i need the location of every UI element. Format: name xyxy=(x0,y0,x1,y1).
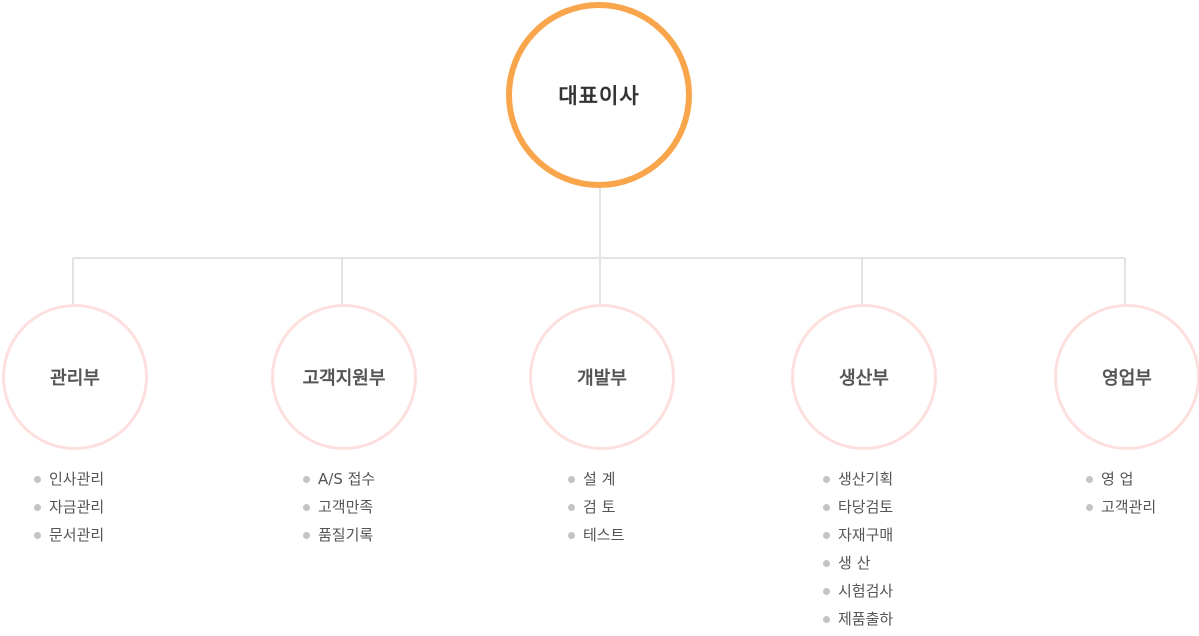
bullet-icon xyxy=(303,476,310,483)
bullet-icon xyxy=(34,476,41,483)
bullet-icon xyxy=(568,504,575,511)
bullet-icon xyxy=(568,532,575,539)
dept-label: 생산부 xyxy=(839,368,889,389)
dept-sub-list-development: 설 계 검 토 테스트 xyxy=(568,468,624,552)
list-item: 시험검사 xyxy=(823,580,893,608)
dept-node-customer-support: 고객지원부 xyxy=(271,304,417,450)
bullet-icon xyxy=(303,532,310,539)
ceo-label: 대표이사 xyxy=(558,84,640,108)
bullet-icon xyxy=(34,504,41,511)
dept-label: 개발부 xyxy=(577,368,627,389)
list-item: 자금관리 xyxy=(34,496,104,524)
list-item: 검 토 xyxy=(568,496,624,524)
bullet-icon xyxy=(1086,476,1093,483)
bullet-icon xyxy=(568,476,575,483)
dept-node-admin: 관리부 xyxy=(2,304,148,450)
list-item: 영 업 xyxy=(1086,468,1156,496)
list-item: 고객만족 xyxy=(303,496,375,524)
list-item: 설 계 xyxy=(568,468,624,496)
dept-label: 고객지원부 xyxy=(302,368,386,389)
dept-sub-list-customer-support: A/S 접수 고객만족 품질기록 xyxy=(303,468,375,552)
list-item: 테스트 xyxy=(568,524,624,552)
list-item: 문서관리 xyxy=(34,524,104,552)
bullet-icon xyxy=(823,560,830,567)
list-item: A/S 접수 xyxy=(303,468,375,496)
dept-sub-list-production: 생산기획 타당검토 자재구매 생 산 시험검사 제품출하 xyxy=(823,468,893,636)
list-item: 고객관리 xyxy=(1086,496,1156,524)
bullet-icon xyxy=(823,616,830,623)
list-item: 제품출하 xyxy=(823,608,893,636)
list-item: 품질기록 xyxy=(303,524,375,552)
list-item: 타당검토 xyxy=(823,496,893,524)
bullet-icon xyxy=(823,504,830,511)
dept-label: 관리부 xyxy=(50,368,100,389)
list-item: 생 산 xyxy=(823,552,893,580)
bullet-icon xyxy=(34,532,41,539)
dept-node-development: 개발부 xyxy=(529,304,675,450)
bullet-icon xyxy=(1086,504,1093,511)
bullet-icon xyxy=(823,476,830,483)
dept-node-production: 생산부 xyxy=(791,304,937,450)
bullet-icon xyxy=(303,504,310,511)
bullet-icon xyxy=(823,532,830,539)
dept-sub-list-sales: 영 업 고객관리 xyxy=(1086,468,1156,524)
list-item: 생산기획 xyxy=(823,468,893,496)
ceo-node: 대표이사 xyxy=(506,2,692,188)
bullet-icon xyxy=(823,588,830,595)
dept-node-sales: 영업부 xyxy=(1054,304,1199,450)
list-item: 자재구매 xyxy=(823,524,893,552)
dept-sub-list-admin: 인사관리 자금관리 문서관리 xyxy=(34,468,104,552)
list-item: 인사관리 xyxy=(34,468,104,496)
dept-label: 영업부 xyxy=(1102,368,1152,389)
